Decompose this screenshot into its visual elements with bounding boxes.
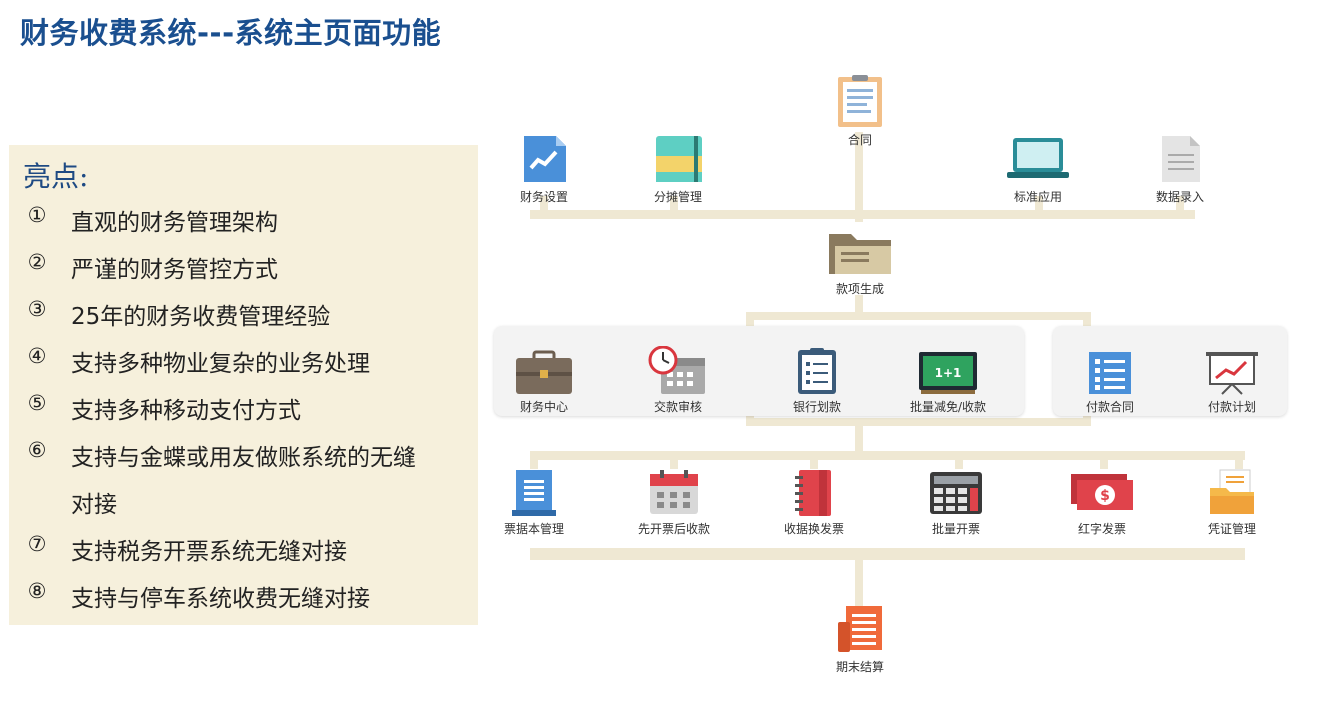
node-label: 付款合同 [1085, 400, 1134, 414]
receipt-book-icon [512, 470, 556, 516]
node-label: 财务设置 [519, 190, 568, 204]
node-batch-waiver-collection[interactable]: 1+1 批量减免/收款 [888, 350, 1008, 415]
node-label: 款项生成 [835, 282, 884, 296]
node-label: 银行划款 [792, 400, 841, 414]
svg-text:$: $ [1100, 488, 1110, 504]
node-period-end-settlement[interactable]: 期末结算 [800, 604, 920, 675]
node-label: 财务中心 [519, 400, 568, 414]
highlight-text: 对接 [71, 492, 117, 518]
highlight-text: 支持与停车系统收费无缝对接 [71, 586, 370, 612]
node-contract[interactable]: 合同 [800, 75, 920, 148]
node-label: 收据换发票 [783, 522, 844, 536]
connector-lines [530, 132, 1245, 608]
node-label: 凭证管理 [1207, 522, 1256, 536]
node-label: 付款计划 [1207, 400, 1256, 414]
highlight-text: 支持多种物业复杂的业务处理 [71, 351, 370, 377]
highlight-text: 支持税务开票系统无缝对接 [71, 539, 347, 565]
highlight-number: ⑥ [27, 438, 47, 462]
laptop-icon [1007, 138, 1069, 178]
presentation-icon [1206, 352, 1258, 395]
highlight-number: ③ [27, 297, 47, 321]
money-icon: $ [1071, 474, 1133, 510]
highlight-number: ⑦ [27, 532, 47, 556]
node-label: 批量开票 [931, 522, 980, 536]
ledger-icon [838, 606, 882, 652]
page-title: 财务收费系统---系统主页面功能 [20, 16, 442, 50]
highlight-number: ④ [27, 344, 47, 368]
highlight-number: ① [27, 203, 47, 227]
chart-doc-icon [524, 136, 566, 182]
node-bank-transfer[interactable]: 银行划款 [757, 346, 877, 415]
node-label: 数据录入 [1155, 190, 1204, 204]
highlight-text: 支持多种移动支付方式 [71, 398, 301, 424]
node-label: 红字发票 [1077, 522, 1126, 536]
highlights-panel: 亮点: ① 直观的财务管理架构 ② 严谨的财务管控方式 ③ 25年的财务收费管理… [9, 145, 478, 625]
calendar-icon [650, 470, 698, 514]
node-label: 批量减免/收款 [909, 400, 987, 414]
node-label: 标准应用 [1013, 190, 1062, 204]
highlight-text: 支持与金蝶或用友做账系统的无缝 [71, 445, 416, 471]
node-standard-application[interactable]: 标准应用 [978, 132, 1098, 205]
node-payment-review[interactable]: 交款审核 [618, 346, 738, 415]
node-receipt-to-invoice[interactable]: 收据换发票 [754, 468, 874, 537]
node-voucher-management[interactable]: 凭证管理 [1172, 468, 1292, 537]
node-label: 先开票后收款 [637, 522, 710, 536]
folder-icon [829, 234, 891, 274]
node-receipt-book-management[interactable]: 票据本管理 [474, 468, 594, 537]
node-payment-generation[interactable]: 款项生成 [800, 228, 920, 297]
notebook-icon [656, 136, 702, 182]
node-data-entry[interactable]: 数据录入 [1120, 132, 1240, 205]
highlight-text: 严谨的财务管控方式 [71, 257, 278, 283]
function-diagram: 合同 财务设置 分摊管理 标准应用 [490, 70, 1310, 690]
node-batch-invoicing[interactable]: 批量开票 [896, 468, 1016, 537]
highlight-number: ② [27, 250, 47, 274]
node-finance-center[interactable]: 财务中心 [484, 350, 604, 415]
node-label: 期末结算 [835, 660, 884, 674]
document-icon [1162, 136, 1200, 182]
node-allocation-management[interactable]: 分摊管理 [618, 132, 738, 205]
blackboard-icon: 1+1 [919, 352, 977, 394]
highlight-text: 直观的财务管理架构 [71, 210, 278, 236]
voucher-icon [1210, 469, 1254, 514]
node-invoice-before-payment[interactable]: 先开票后收款 [614, 468, 734, 537]
node-label: 票据本管理 [503, 522, 564, 536]
node-label: 分摊管理 [653, 190, 702, 204]
calculator-icon [930, 472, 982, 514]
node-label: 交款审核 [653, 400, 702, 414]
clock-calendar-icon [648, 346, 705, 394]
briefcase-icon [516, 350, 572, 394]
list-icon [1089, 352, 1131, 394]
highlight-number: ⑧ [27, 579, 47, 603]
node-payment-contract[interactable]: 付款合同 [1050, 350, 1170, 415]
node-red-invoice[interactable]: $ 红字发票 [1042, 468, 1162, 537]
node-finance-settings[interactable]: 财务设置 [484, 132, 604, 205]
node-payment-plan[interactable]: 付款计划 [1172, 350, 1292, 415]
node-label: 合同 [847, 133, 872, 147]
notepad-icon [795, 470, 831, 516]
highlight-text: 25年的财务收费管理经验 [71, 304, 331, 330]
highlight-number: ⑤ [27, 391, 47, 415]
highlights-heading: 亮点: [23, 160, 89, 193]
board-text: 1+1 [935, 366, 962, 380]
clipboard-icon [838, 75, 882, 127]
clipboard-list-icon [798, 348, 836, 394]
